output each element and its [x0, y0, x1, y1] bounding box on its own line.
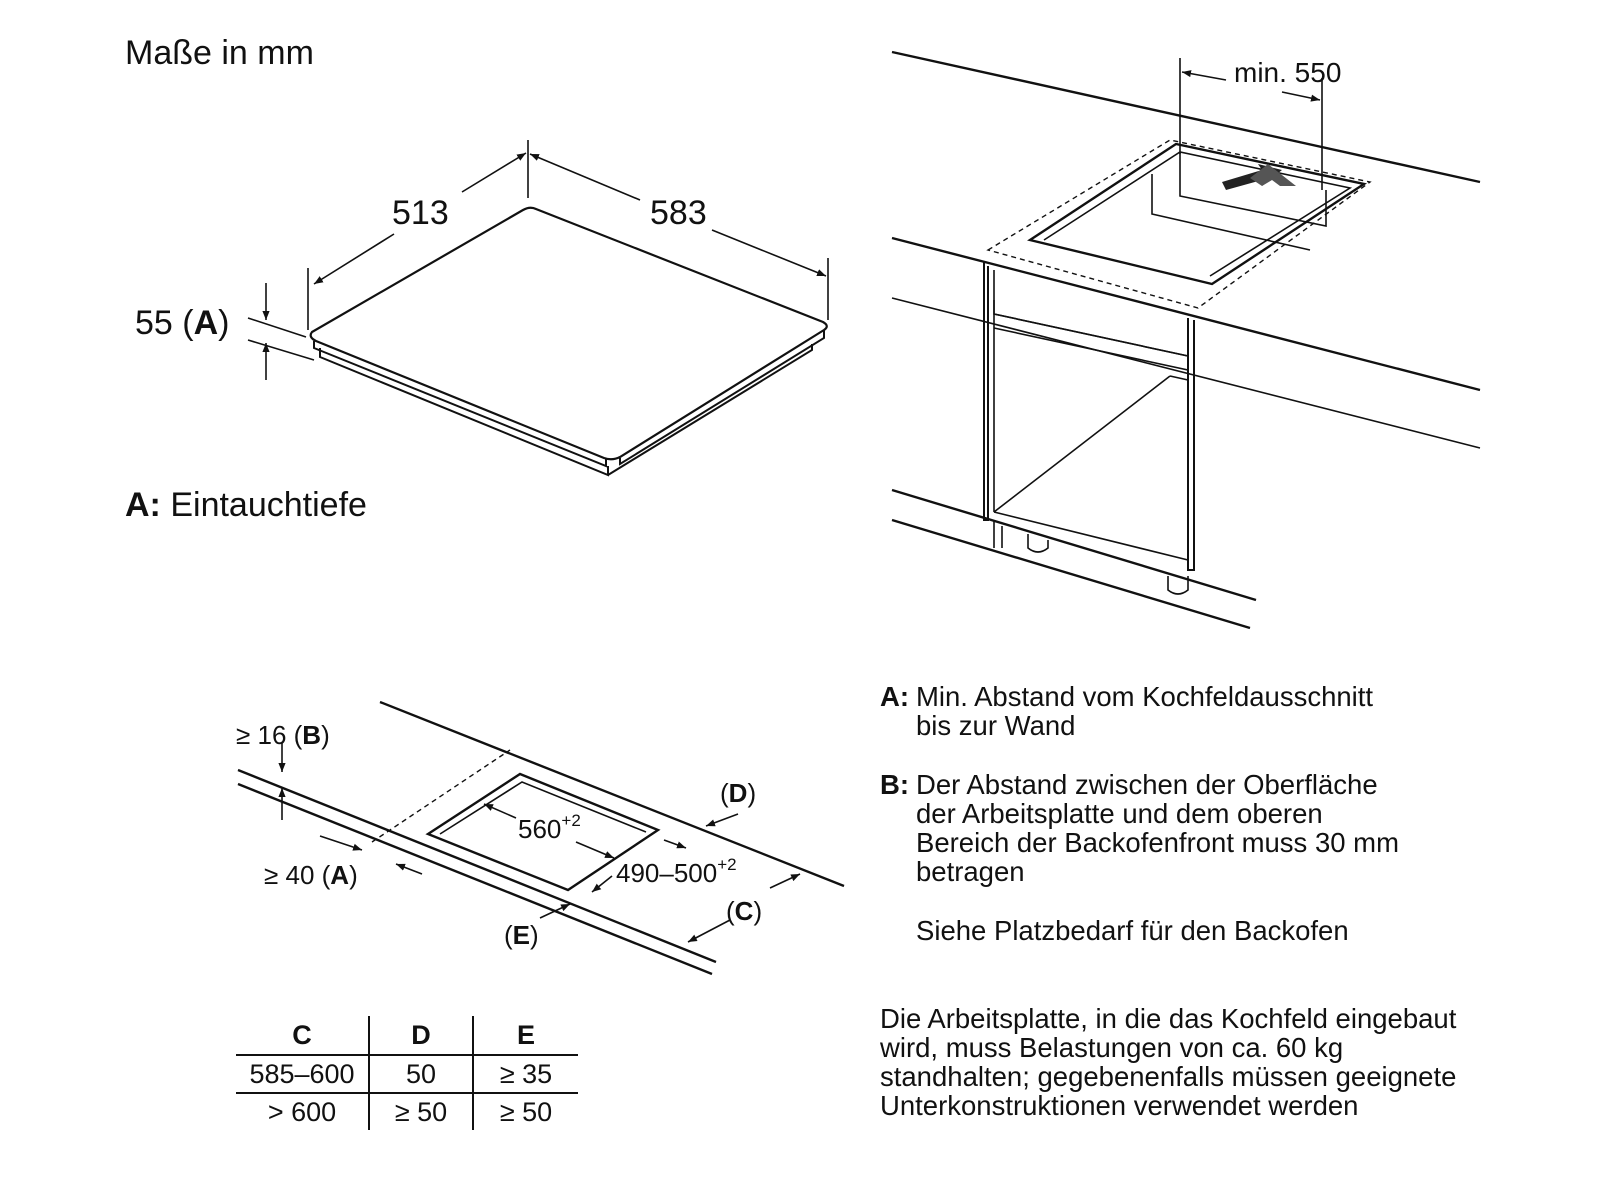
dim-55-ext-top [247, 317, 307, 338]
plan-cutout-inner [439, 781, 647, 835]
plan-wall-line [379, 700, 845, 888]
cabinet-foot-left [993, 520, 1003, 548]
cabinet-drawing: min. 550 [891, 50, 1481, 630]
hob-glass-edge [313, 341, 607, 468]
dim-a-arrow-right [395, 863, 423, 875]
legend-a: A:Min. Abstand vom Kochfeldausschnitt bi… [880, 682, 1373, 740]
cabinet-right-side [1187, 318, 1195, 571]
hob-outline-dashed [986, 139, 1372, 309]
cabinet-floor-diag [993, 375, 1171, 513]
plan-dashed-line [371, 749, 511, 843]
table-header-row: C D E [236, 1016, 578, 1055]
cabinet-back-corner [1169, 375, 1189, 381]
table-cell: ≥ 50 [472, 1092, 578, 1130]
legend-note: Siehe Platzbedarf für den Backofen [916, 915, 1349, 946]
dimension-table: C D E 585–600 50 ≥ 35 > 600 ≥ 50 ≥ 50 [236, 1016, 578, 1130]
cabinet-shelf-edge [993, 313, 1189, 357]
table-header-d: D [368, 1016, 473, 1055]
dim-583-line-b [711, 229, 827, 277]
dim-e-label: (E) [504, 920, 539, 950]
hob-drawing: 513 583 55 (A) [135, 140, 829, 477]
legend-b: B:Der Abstand zwischen der Oberfläche de… [880, 770, 1399, 886]
airflow-arrow-in [1250, 164, 1296, 186]
legend-key-a: A: [880, 681, 910, 712]
cabinet-bottom-edge [993, 511, 1189, 561]
dim-513-line-a [313, 233, 395, 285]
dim-a-label: ≥ 40 (A) [264, 860, 358, 890]
dim-550-arrow-left [1181, 70, 1227, 81]
worktop-front-bottom [891, 297, 1481, 449]
dim-490-500-label: 490–500+2 [616, 855, 737, 888]
table-cell: ≥ 50 [368, 1092, 473, 1130]
dim-490-arrow-bottom [591, 875, 613, 893]
plan-front-edge-top [237, 768, 717, 964]
table-cell: 585–600 [236, 1054, 369, 1093]
wall-line [891, 50, 1481, 184]
dim-490-arrow-top [663, 839, 687, 849]
table-row: 585–600 50 ≥ 35 [236, 1054, 578, 1093]
dim-d-arrow [705, 813, 739, 827]
dim-560-arrow-left [483, 803, 517, 819]
dim-d-label: (D) [720, 778, 756, 808]
cutout-plan-drawing: ≥ 16 (B) ≥ 40 (A) 560+2 490–500+2 (D) (C… [236, 700, 845, 976]
page-title: Maße in mm [125, 34, 314, 72]
hob-body-right [607, 344, 813, 476]
dim-min-550-label: min. 550 [1234, 57, 1341, 88]
table-header-e: E [472, 1016, 578, 1055]
plinth-bottom [891, 518, 1251, 630]
key-a-eintauchtiefe: A: Eintauchtiefe [125, 486, 367, 524]
dim-c-label: (C) [726, 896, 762, 926]
dim-55-label: 55 (A) [135, 304, 229, 342]
dim-c-arrow-bottom [687, 919, 731, 943]
cutout-back-wall [1151, 174, 1311, 251]
table-row: > 600 ≥ 50 ≥ 50 [236, 1092, 578, 1130]
cabinet-left-side [983, 262, 989, 521]
cabinet-foot-right [1167, 576, 1189, 595]
worktop-front-top [891, 236, 1481, 392]
dim-513-line-b [461, 152, 527, 193]
dim-550-arrow-right [1281, 91, 1321, 102]
cabinet-foot-mid [1027, 534, 1049, 553]
worktop-load-note: Die Arbeitsplatte, in die das Kochfeld e… [880, 1003, 1457, 1121]
plan-cutout [425, 772, 661, 892]
dim-c-arrow-top [769, 873, 801, 889]
table-cell: > 600 [236, 1092, 369, 1130]
dim-583-line-a [529, 153, 641, 201]
plinth-top [891, 488, 1257, 602]
dim-560-arrow-right [575, 841, 615, 859]
dim-e-arrow [539, 903, 571, 919]
dim-a-arrow-left [319, 835, 363, 851]
legend-text-a: Min. Abstand vom Kochfeldausschnitt bis … [916, 681, 1374, 741]
cutout-recess [1179, 152, 1327, 227]
dim-583-label: 583 [650, 194, 707, 232]
dim-55-ext-bottom [247, 339, 315, 361]
table-header-c: C [292, 1019, 312, 1050]
dim-513-label: 513 [392, 194, 449, 232]
dim-b-label: ≥ 16 (B) [236, 720, 330, 750]
hob-glass-edge-right [619, 330, 825, 466]
cutout-outer [1027, 142, 1368, 286]
dim-560-label: 560+2 [518, 811, 581, 844]
plan-front-edge-bottom [237, 782, 713, 976]
hob-body [319, 348, 609, 477]
table-cell: 50 [368, 1054, 473, 1093]
legend-key-b: B: [880, 769, 910, 800]
legend-text-b: Der Abstand zwischen der Oberfläche der … [916, 769, 1399, 887]
table-cell: ≥ 35 [472, 1054, 578, 1093]
